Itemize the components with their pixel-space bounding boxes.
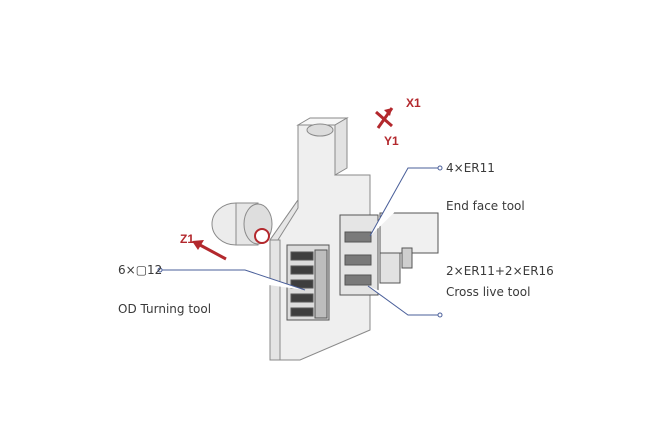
x1-y1-axis-arrows <box>375 107 394 129</box>
end-face-tool-label: End face tool <box>446 199 525 213</box>
od-tool-block <box>286 244 330 321</box>
cross-live-tool-label: Cross live tool <box>446 285 531 299</box>
z1-axis-arrow <box>192 240 227 261</box>
z1-axis-label: Z1 <box>180 232 195 246</box>
x1-axis-label: X1 <box>406 96 421 110</box>
y1-axis-label: Y1 <box>384 134 399 148</box>
leader-lines <box>157 165 443 318</box>
od-count-label: 6×▢12 <box>118 263 163 277</box>
cross-count-label: 2×ER11+2×ER16 <box>446 264 554 278</box>
live-tool-block <box>339 212 439 296</box>
er11-count-label: 4×ER11 <box>446 161 495 175</box>
spindle-chuck <box>211 202 273 246</box>
od-turning-tool-label: OD Turning tool <box>118 302 212 316</box>
